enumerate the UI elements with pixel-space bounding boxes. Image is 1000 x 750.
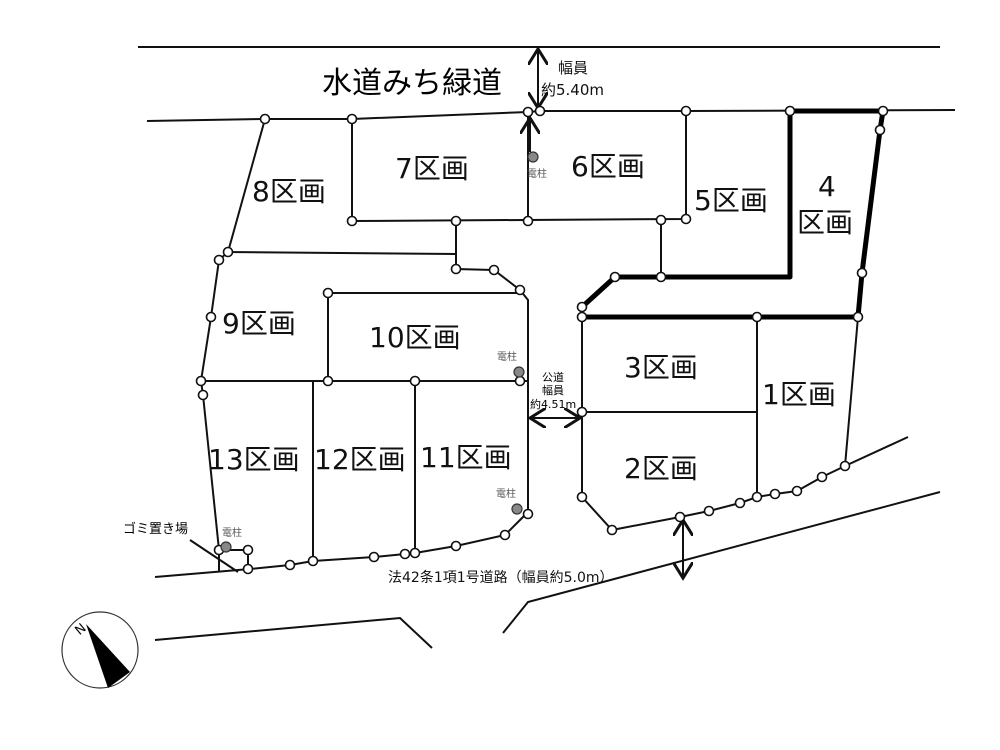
north-compass-icon: N — [61, 611, 139, 689]
north-road-name: 水道みち緑道 — [322, 66, 502, 101]
survey-point — [522, 106, 534, 118]
utility-pole-icon — [513, 366, 525, 378]
survey-point — [674, 511, 686, 523]
lot-2-label: 2区画 — [624, 452, 698, 485]
survey-point — [522, 508, 534, 520]
survey-point — [655, 271, 667, 283]
utility-pole-icon — [220, 541, 232, 553]
survey-point — [205, 311, 217, 323]
survey-point — [534, 105, 546, 117]
lot-13-label: 13区画 — [208, 443, 300, 476]
survey-point — [576, 491, 588, 503]
survey-point — [195, 375, 207, 387]
lot-7-label: 7区画 — [395, 152, 469, 185]
survey-point — [839, 460, 851, 472]
lot-4-label: 4 — [818, 170, 836, 203]
lot-3-label: 3区画 — [624, 351, 698, 384]
survey-point — [751, 311, 763, 323]
survey-point — [576, 311, 588, 323]
survey-point — [346, 215, 358, 227]
public-road-label: 公道 — [542, 370, 564, 384]
survey-point — [399, 548, 411, 560]
survey-point — [409, 375, 421, 387]
pole-label: 電柱 — [496, 487, 516, 500]
lot-5-label: 5区画 — [694, 184, 768, 217]
survey-point — [284, 559, 296, 571]
lot-1-label: 1区画 — [762, 378, 836, 411]
survey-point — [609, 271, 621, 283]
survey-point — [368, 551, 380, 563]
survey-point — [450, 215, 462, 227]
survey-point — [856, 267, 868, 279]
pole-label: 電柱 — [497, 350, 517, 363]
survey-point — [816, 471, 828, 483]
survey-point — [213, 254, 225, 266]
survey-point — [322, 375, 334, 387]
survey-point — [791, 485, 803, 497]
survey-point — [751, 491, 763, 503]
utility-pole-icon — [511, 503, 523, 515]
survey-point — [514, 375, 526, 387]
south-road-label: 法42条1項1号道路（幅員約5.0m） — [388, 569, 614, 586]
survey-point — [703, 505, 715, 517]
survey-point — [852, 311, 864, 323]
survey-point — [877, 105, 889, 117]
lot-8-label: 8区画 — [252, 175, 326, 208]
survey-point — [409, 547, 421, 559]
survey-point — [242, 563, 254, 575]
survey-point — [522, 215, 534, 227]
lot-10-label: 10区画 — [369, 321, 461, 354]
lot-4-label-suffix: 区画 — [797, 206, 853, 239]
pole-label: 電柱 — [527, 167, 547, 180]
survey-point — [242, 544, 254, 556]
survey-point — [576, 406, 588, 418]
survey-point — [197, 389, 209, 401]
pole-label: 電柱 — [222, 526, 242, 539]
survey-point — [576, 301, 588, 313]
survey-point — [450, 540, 462, 552]
utility-pole-icon — [527, 151, 539, 163]
survey-point — [450, 263, 462, 275]
lot-9-label: 9区画 — [222, 307, 296, 340]
survey-point — [307, 555, 319, 567]
survey-point — [655, 214, 667, 226]
survey-point — [322, 287, 334, 299]
survey-point — [769, 488, 781, 500]
survey-point — [499, 529, 511, 541]
lot-6-label: 6区画 — [571, 150, 645, 183]
survey-point — [222, 246, 234, 258]
survey-point — [488, 264, 500, 276]
survey-point — [680, 105, 692, 117]
survey-point — [680, 213, 692, 225]
lot-12-label: 12区画 — [314, 443, 406, 476]
public-road-width-value: 約4.51m — [530, 397, 576, 411]
south-road-edge-west — [154, 616, 433, 649]
south-road-edge-east — [502, 491, 941, 634]
public-road-width-label: 幅員 — [542, 384, 564, 397]
north-road-width-label: 幅員 — [558, 59, 588, 77]
survey-point — [874, 124, 886, 136]
survey-point — [346, 113, 358, 125]
survey-point — [606, 524, 618, 536]
garbage-area-label: ゴミ置き場 — [123, 521, 188, 537]
survey-point — [784, 105, 796, 117]
lot-11-label: 11区画 — [420, 441, 512, 474]
survey-point — [734, 497, 746, 509]
north-road-width-value: 約5.40m — [541, 81, 604, 99]
survey-point — [259, 113, 271, 125]
south-lot-boundary-west — [154, 511, 529, 578]
survey-point — [514, 284, 526, 296]
